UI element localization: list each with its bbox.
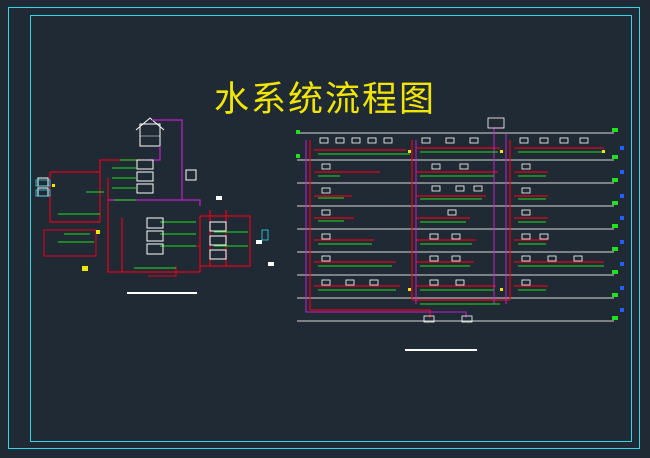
- branch-pipes-right: [318, 151, 604, 305]
- machine-room-caption-underline: [127, 292, 197, 294]
- valve-markers-right: [408, 150, 605, 291]
- heat-exchangers: [35, 179, 269, 241]
- riser-caption-underline: [405, 349, 477, 351]
- cooling-tower: [135, 117, 165, 147]
- pump-loop: [43, 229, 97, 257]
- valve-markers-left: [52, 184, 100, 271]
- machine-room-schematic: [35, 117, 274, 277]
- floor-end-markers: [296, 128, 618, 320]
- small-fittings: [216, 196, 274, 266]
- floor-blue-markers: [620, 146, 624, 312]
- supply-pipe-right: [200, 210, 251, 267]
- return-pipe-main: [108, 172, 201, 206]
- supply-pipe-left: [49, 159, 140, 223]
- floor-lines: [297, 132, 614, 322]
- supply-pipe-bottom: [107, 178, 201, 273]
- chiller-units: [37, 159, 227, 260]
- drawing-title: 水系统流程图: [213, 80, 436, 120]
- supply-risers: [309, 140, 604, 318]
- inner-frame: [30, 15, 632, 442]
- branch-pipes-left: [58, 159, 248, 269]
- floor-riser-schematic: [296, 117, 624, 323]
- outer-frame: [8, 7, 640, 449]
- fan-coil-units: [319, 117, 589, 323]
